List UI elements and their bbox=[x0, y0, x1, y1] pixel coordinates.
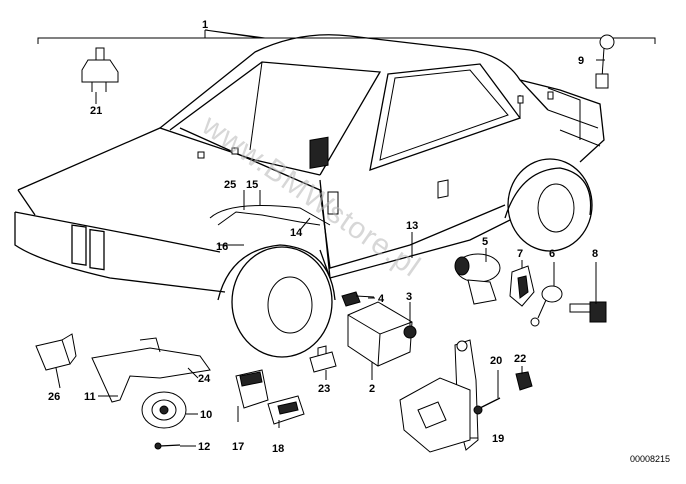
diagram-id: 00008215 bbox=[630, 454, 670, 464]
callout-14: 14 bbox=[290, 227, 303, 239]
callout-25: 25 bbox=[224, 179, 236, 191]
switch-part-18 bbox=[267, 395, 305, 425]
bracket-part-26 bbox=[35, 333, 77, 371]
socket-part-4 bbox=[341, 291, 375, 307]
lock-actuator-part-19 bbox=[399, 339, 479, 453]
callout-8: 8 bbox=[592, 248, 598, 260]
callout-12: 12 bbox=[198, 441, 210, 453]
callout-23: 23 bbox=[318, 383, 330, 395]
sensor-part-6 bbox=[530, 285, 563, 327]
callout-11: 11 bbox=[84, 391, 96, 403]
clip-part-23 bbox=[309, 345, 337, 373]
control-unit-part-14 bbox=[309, 136, 339, 215]
callout-6: 6 bbox=[549, 248, 555, 260]
sensor-part-9 bbox=[595, 34, 615, 89]
connector-part-8 bbox=[569, 301, 607, 323]
motor-part-5 bbox=[454, 253, 501, 305]
callout-26: 26 bbox=[48, 391, 60, 403]
assembly-bracket bbox=[37, 29, 656, 44]
control-box-part-2 bbox=[347, 301, 413, 367]
callout-labels: 1 21 9 25 15 14 16 13 5 7 6 8 4 3 2 23 2… bbox=[48, 19, 598, 455]
callout-16: 16 bbox=[216, 241, 228, 253]
bracket-part-11 bbox=[91, 337, 211, 403]
callout-7: 7 bbox=[517, 248, 523, 260]
callout-10: 10 bbox=[200, 409, 212, 421]
callout-4: 4 bbox=[378, 293, 385, 305]
callout-13: 13 bbox=[406, 220, 418, 232]
horn-part-10 bbox=[141, 391, 187, 429]
callout-20: 20 bbox=[490, 355, 502, 367]
callout-15: 15 bbox=[246, 179, 258, 191]
clip-part-21 bbox=[81, 47, 119, 92]
nut-part-3 bbox=[403, 325, 417, 339]
wiring-harness bbox=[179, 87, 581, 269]
callout-17: 17 bbox=[232, 441, 244, 453]
switch-part-17 bbox=[235, 369, 269, 409]
bolt-part-12 bbox=[154, 442, 181, 450]
callout-24: 24 bbox=[198, 373, 211, 385]
screw-part-20 bbox=[473, 397, 501, 415]
leader-lines bbox=[55, 59, 605, 447]
grommet-part-7 bbox=[509, 265, 535, 307]
callout-22: 22 bbox=[514, 353, 526, 365]
callout-1: 1 bbox=[202, 19, 208, 31]
callout-19: 19 bbox=[492, 433, 504, 445]
callout-3: 3 bbox=[406, 291, 412, 303]
callout-5: 5 bbox=[482, 236, 488, 248]
plug-part-22 bbox=[515, 371, 533, 391]
callout-9: 9 bbox=[578, 55, 584, 67]
callout-2: 2 bbox=[369, 383, 375, 395]
callout-21: 21 bbox=[90, 105, 102, 117]
callout-18: 18 bbox=[272, 443, 284, 455]
